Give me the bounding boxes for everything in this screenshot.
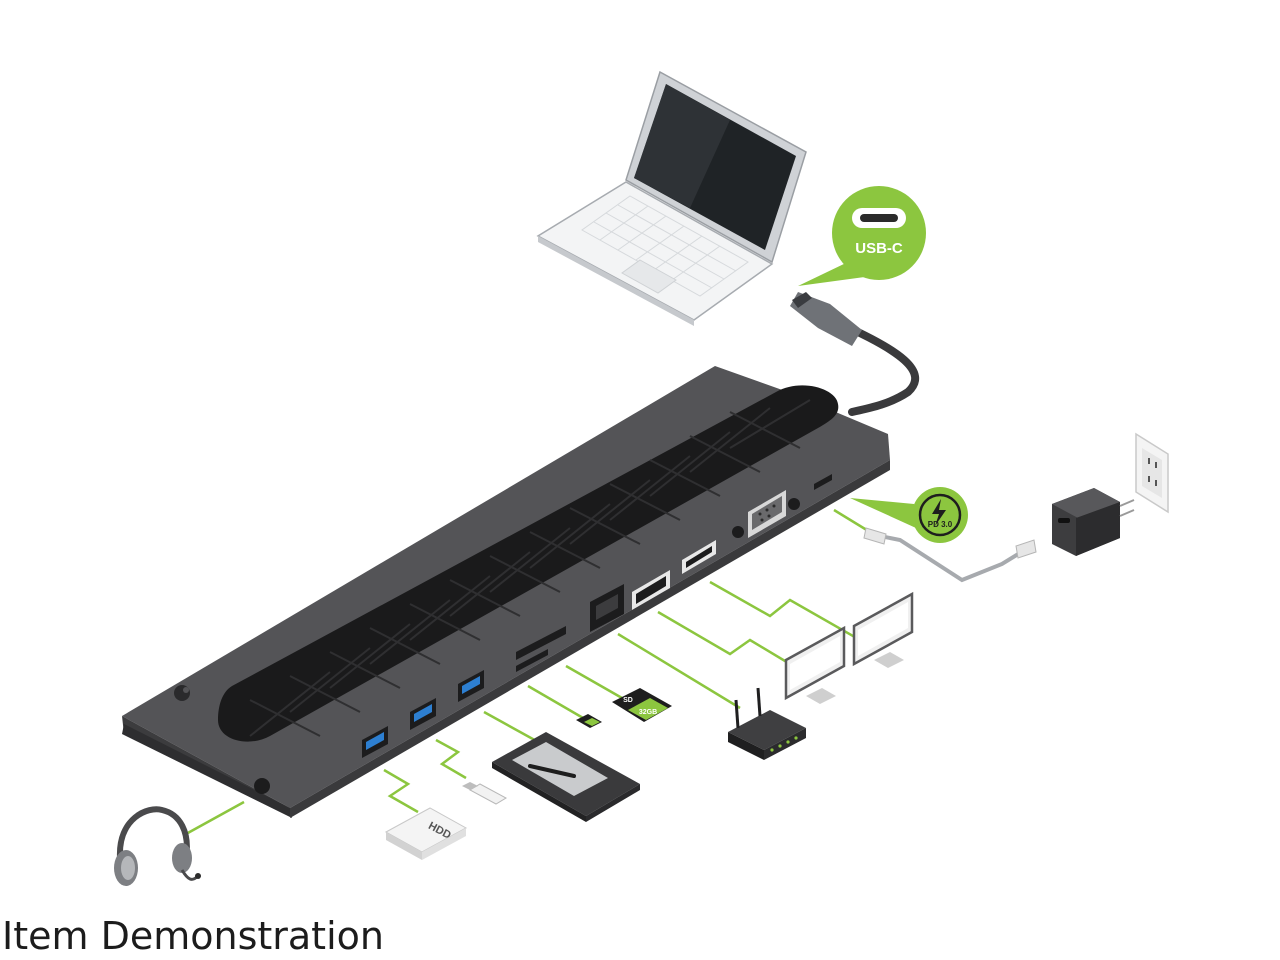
pd-callout: PD 3.0 xyxy=(850,487,968,543)
monitor xyxy=(784,625,846,704)
usb-flash-drive xyxy=(462,782,508,805)
microsd-card xyxy=(576,714,602,728)
usb-c-pd-port xyxy=(814,474,832,490)
usb-a-port xyxy=(362,726,388,758)
external-hdd: HDD xyxy=(384,807,468,860)
sd-card: 32GB SD xyxy=(612,688,672,722)
usb-a-port xyxy=(410,698,436,730)
audio-jack-port xyxy=(254,778,270,794)
dock-grip-pattern xyxy=(249,399,811,737)
sd-card-capacity: 32GB xyxy=(639,709,657,716)
usb-a-port xyxy=(458,670,484,702)
usb-c-cable xyxy=(790,292,920,416)
ethernet-port xyxy=(590,584,624,632)
displayport-port xyxy=(632,570,670,610)
wall-outlet xyxy=(1135,432,1169,514)
dock-ports xyxy=(254,474,832,794)
hdmi-port xyxy=(682,540,716,574)
audio-port xyxy=(732,526,744,538)
vga-port xyxy=(748,490,786,538)
microsd-card-slot xyxy=(516,649,548,672)
laptop-keyboard xyxy=(581,195,749,297)
docking-station-diagram: USB-C xyxy=(114,70,1169,886)
drawing-tablet xyxy=(492,732,640,822)
laptop xyxy=(536,70,807,326)
power-adapter xyxy=(1052,488,1135,556)
page-caption: Item Demonstration xyxy=(2,914,384,958)
pd-label: PD 3.0 xyxy=(928,520,953,529)
adapter-usb-c-port xyxy=(1058,518,1070,523)
usb-c-callout: USB-C xyxy=(798,186,926,286)
lightning-icon xyxy=(932,499,946,526)
brand-logo xyxy=(174,685,190,701)
power-cable xyxy=(863,527,1037,583)
docking-station xyxy=(122,366,890,818)
sd-card-label: SD xyxy=(623,697,633,704)
router xyxy=(728,687,806,760)
headset-icon xyxy=(114,806,201,886)
laptop-trackpad xyxy=(621,259,677,294)
audio-port xyxy=(788,498,800,510)
monitor xyxy=(852,591,914,668)
sd-card-slot xyxy=(516,626,566,660)
stylus xyxy=(528,764,576,778)
usb-c-label: USB-C xyxy=(855,240,903,257)
